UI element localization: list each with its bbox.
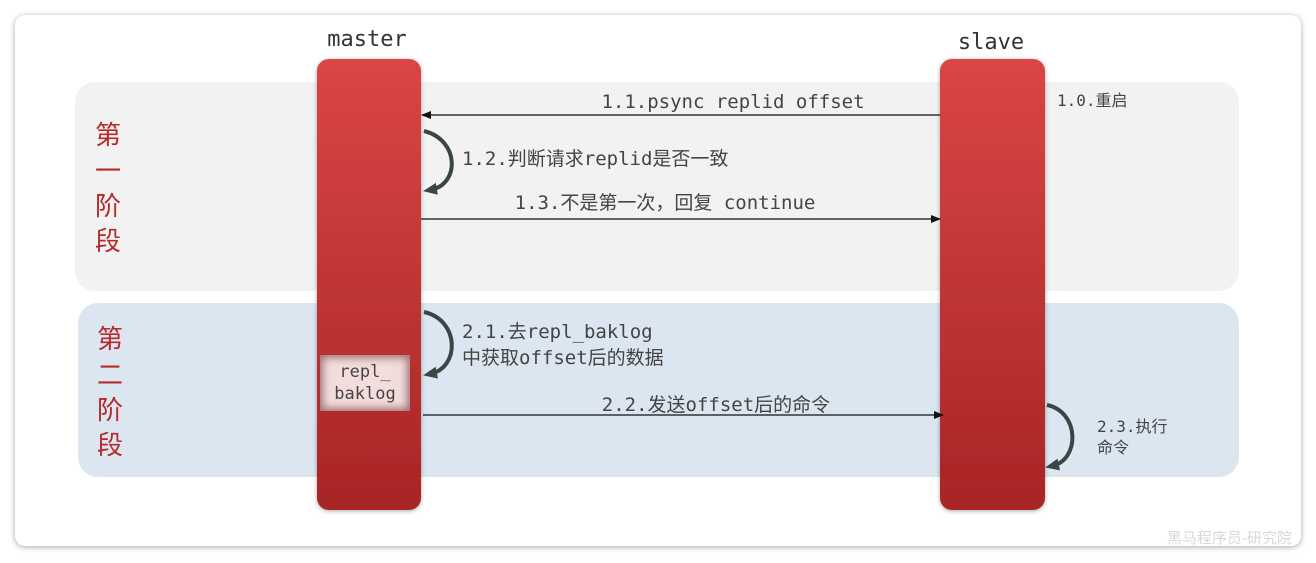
watermark: 黑马程序员-研究院: [1167, 529, 1292, 547]
svg-text:段: 段: [97, 431, 123, 461]
self-loop-arrow-2-3: [1045, 403, 1075, 471]
svg-text:阶: 阶: [95, 192, 121, 222]
master-label: master: [327, 27, 406, 52]
step-1-0-label: 1.0.重启: [1057, 91, 1128, 110]
svg-text:段: 段: [95, 227, 121, 257]
step-1-3-label: 1.3.不是第一次，回复 continue: [515, 192, 816, 214]
master-lifeline: [317, 59, 421, 510]
svg-text:第: 第: [95, 121, 121, 151]
step-1-1-label: 1.1.psync replid offset: [601, 91, 864, 113]
phase2-panel: [78, 303, 1239, 477]
phase2-label: 第 二 阶 段: [97, 325, 123, 461]
phase1-label: 第 一 阶 段: [95, 121, 121, 257]
step-2-3-label-line1: 2.3.执行: [1097, 417, 1168, 436]
step-2-1-label-line1: 2.1.去repl_baklog: [462, 321, 653, 343]
svg-text:一: 一: [95, 157, 121, 187]
svg-text:二: 二: [97, 361, 123, 391]
step-2-3-label-line2: 命令: [1097, 438, 1129, 457]
svg-text:第: 第: [97, 325, 123, 355]
buffer-label-line2: baklog: [334, 384, 396, 404]
step-1-2-label: 1.2.判断请求replid是否一致: [462, 148, 728, 170]
repl-baklog-buffer: repl_ baklog: [320, 355, 410, 411]
buffer-label-line1: repl_: [339, 362, 391, 382]
slave-label: slave: [958, 30, 1024, 55]
step-2-2-label: 2.2.发送offset后的命令: [602, 394, 830, 416]
svg-text:阶: 阶: [97, 396, 123, 426]
phase1-panel: [75, 82, 1239, 291]
step-2-1-label-line2: 中获取offset后的数据: [462, 347, 664, 369]
self-loop-arrow-2-1: [423, 310, 454, 379]
slave-lifeline: [940, 59, 1045, 510]
self-loop-arrow-1-2: [423, 129, 454, 195]
